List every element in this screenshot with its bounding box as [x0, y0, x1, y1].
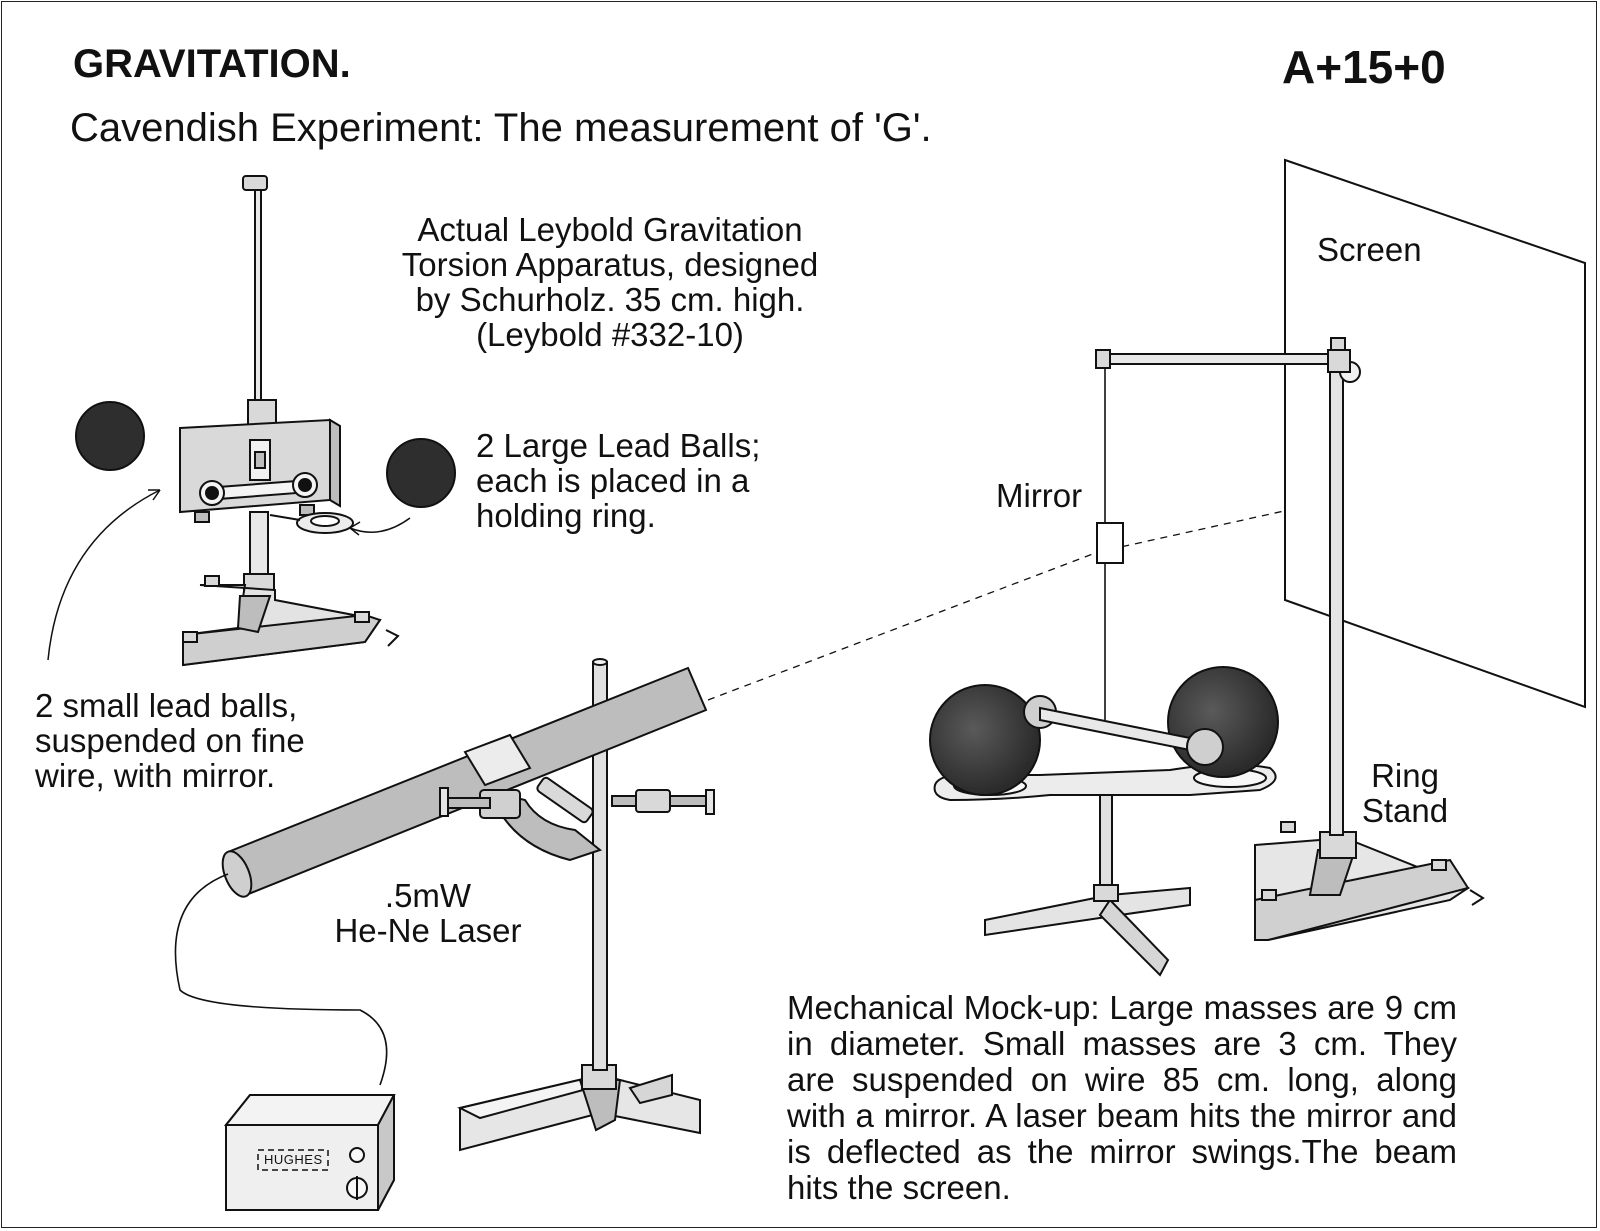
- page-title: GRAVITATION.: [73, 42, 351, 86]
- mockup-large-ball-right: [1167, 666, 1279, 778]
- large-lead-ball-right: [386, 438, 456, 508]
- apparatus-line-3: by Schurholz. 35 cm. high.: [415, 281, 805, 318]
- mockup-large-ball-left: [929, 684, 1041, 796]
- large-balls-line-1: 2 Large Lead Balls;: [476, 427, 761, 464]
- large-balls-line-2: each is placed in a: [476, 462, 750, 499]
- power-supply: [223, 1094, 396, 1211]
- apparatus-line-4: (Leybold #332-10): [476, 316, 744, 353]
- screen-panel: [1284, 158, 1586, 709]
- page-code: A+15+0: [1282, 41, 1446, 93]
- laser-line-1: .5mW: [384, 877, 472, 914]
- small-balls-line-3: wire, with mirror.: [35, 757, 276, 794]
- screen-label: Screen: [1317, 231, 1422, 268]
- large-balls-label: 2 Large Lead Balls; each is placed in a …: [476, 428, 760, 533]
- small-balls-label: 2 small lead balls, suspended on fine wi…: [35, 688, 305, 793]
- page-subtitle: Cavendish Experiment: The measurement of…: [70, 106, 932, 150]
- apparatus-line-2: Torsion Apparatus, designed: [401, 246, 819, 283]
- apparatus-label: Actual Leybold Gravitation Torsion Appar…: [370, 212, 850, 352]
- small-balls-line-1: 2 small lead balls,: [35, 687, 298, 724]
- small-balls-line-2: suspended on fine: [35, 722, 305, 759]
- large-balls-line-3: holding ring.: [476, 497, 656, 534]
- leybold-apparatus: [179, 175, 400, 667]
- arrow-to-ring: [349, 517, 411, 533]
- mockup-small-ball-right: [1186, 728, 1224, 766]
- laser-assembly: [221, 658, 715, 1152]
- mockup-description: Mechanical Mock-up: Large masses are 9 c…: [787, 989, 1457, 1206]
- apparatus-line-1: Actual Leybold Gravitation: [417, 211, 803, 248]
- large-lead-ball-left: [75, 401, 145, 471]
- mirror-label: Mirror: [996, 477, 1083, 514]
- ring-stand-line-1: Ring: [1371, 757, 1439, 794]
- laser-label: .5mW He-Ne Laser: [318, 878, 538, 948]
- power-supply-brand: HUGHES: [264, 1152, 323, 1167]
- arrow-to-small-balls: [47, 489, 161, 661]
- laser-cable: [174, 873, 388, 1086]
- ring-stand-line-2: Stand: [1361, 792, 1449, 829]
- ring-stand-label: Ring Stand: [1345, 758, 1465, 828]
- laser-line-2: He-Ne Laser: [334, 912, 522, 949]
